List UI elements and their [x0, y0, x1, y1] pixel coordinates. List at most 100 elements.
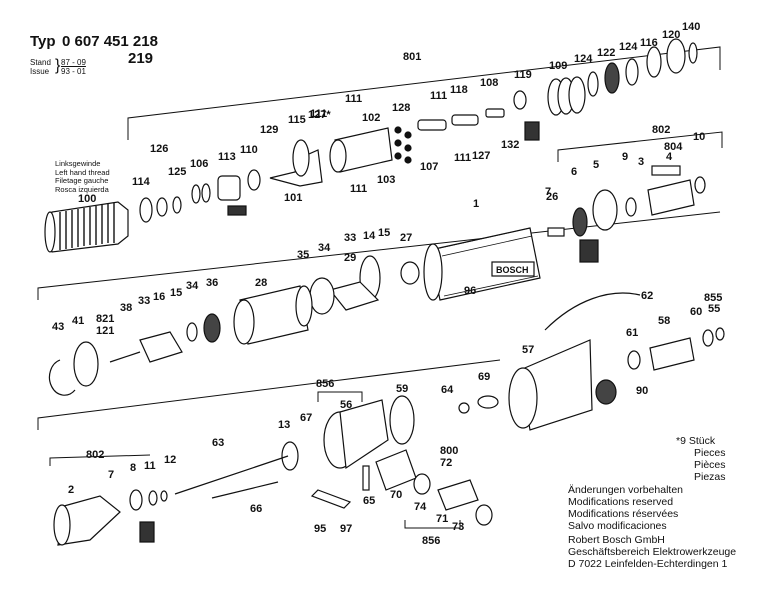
part-132-block — [524, 121, 540, 141]
modifications-note: Änderungen vorbehalten Modifications res… — [568, 484, 683, 532]
part-62-spring-clip — [544, 292, 641, 331]
part-label: 122 — [597, 47, 615, 59]
part-label: 127* — [308, 109, 331, 121]
part-label: 67 — [300, 412, 312, 424]
part-109-spring-c — [568, 76, 586, 114]
part-label: 56 — [340, 399, 352, 411]
part-34-ring — [186, 322, 198, 342]
part-label: 64 — [441, 384, 454, 396]
modifications-line: Modifications réservées — [568, 508, 679, 520]
part-label: 43 — [52, 321, 64, 333]
row-2-parts — [48, 255, 725, 546]
pieces-note: *9 Stück — [676, 435, 715, 447]
part-label: 128 — [392, 102, 410, 114]
issue-value: 93 - 01 — [61, 67, 86, 76]
part-55-ring — [715, 327, 725, 341]
bracket-801 — [127, 46, 721, 140]
part-35-ring — [309, 277, 335, 315]
part-108-pin — [485, 108, 505, 118]
part-label: 108 — [480, 77, 498, 89]
bracket-802-bottom — [49, 454, 151, 466]
part-61-ring — [627, 350, 641, 370]
part-label: 132 — [501, 139, 519, 151]
part-label: 55 — [708, 303, 720, 315]
part-label: 72 — [440, 457, 452, 469]
part-100-knurl — [59, 203, 115, 250]
part-label: 111 — [310, 108, 327, 120]
part-121-pin — [109, 351, 141, 363]
part-66-rod — [211, 481, 279, 499]
part-label: 73 — [452, 521, 464, 533]
part-label: 140 — [682, 21, 700, 33]
company-line: D 7022 Leinfelden-Echterdingen 1 — [568, 558, 728, 570]
row-1-parts — [44, 38, 706, 301]
bracket-856-bottom — [404, 520, 461, 529]
pieces-line: Piezas — [694, 471, 726, 483]
thread-note: Linksgewinde Left hand thread Filetage g… — [55, 159, 110, 194]
pieces-line: Pièces — [694, 459, 726, 471]
part-label: 9 — [622, 151, 628, 163]
part-label: 34 — [186, 280, 199, 292]
part-label: 107 — [420, 161, 438, 173]
row-separator-2 — [37, 359, 501, 430]
part-label: 35 — [297, 249, 309, 261]
part-label: 102 — [362, 112, 380, 124]
part-label: 41 — [72, 315, 84, 327]
part-64-ball — [458, 402, 470, 414]
part-124-washer-b — [625, 58, 639, 86]
part-10-ring — [694, 176, 706, 194]
part-label: 11 — [144, 460, 156, 472]
part-27-washer — [400, 261, 420, 285]
part-36-bearing — [203, 313, 221, 343]
part-73-button — [475, 504, 493, 526]
part-56-body — [339, 399, 389, 470]
part-label: 74 — [414, 501, 427, 513]
part-38-carrier — [139, 331, 183, 363]
part-label: 15 — [378, 227, 390, 239]
part-63-rod — [174, 455, 289, 495]
part-label: 7 — [108, 469, 114, 481]
part-label: 114 — [132, 176, 151, 188]
part-label: 118 — [450, 84, 468, 96]
part-label: 70 — [390, 489, 402, 501]
typ-label: Typ — [30, 33, 56, 50]
part-11-ring — [148, 490, 158, 506]
modifications-line: Salvo modificaciones — [568, 520, 667, 532]
part-114-ring — [139, 197, 153, 223]
part-59-filter — [389, 395, 415, 445]
part-label: 855 — [704, 292, 722, 304]
part-90-silencer — [595, 379, 617, 405]
part-label: 111 — [350, 183, 367, 195]
part-13-disc — [281, 441, 299, 471]
part-label: 29 — [344, 252, 356, 264]
part-7-block — [579, 239, 599, 263]
part-label: 90 — [636, 385, 648, 397]
part-100-face — [44, 211, 56, 253]
part-label: 124 — [574, 53, 593, 65]
company-line: Geschäftsbereich Elektrowerkzeuge — [568, 546, 737, 558]
part-label: 101 — [284, 192, 302, 204]
part-label: 119 — [514, 69, 532, 81]
part-label: 126 — [150, 143, 168, 155]
modifications-line: Modifications reserved — [568, 496, 674, 508]
part-116-ring — [646, 46, 662, 78]
part-label: 800 — [440, 445, 458, 457]
part-label: 63 — [212, 437, 224, 449]
thread-note-line: Filetage gauche — [55, 176, 109, 185]
part-label: 127 — [472, 150, 490, 162]
part-58-valve — [649, 337, 695, 371]
part-block-b — [139, 521, 155, 543]
part-128-balls — [394, 126, 412, 164]
part-8-ring — [129, 489, 143, 511]
part-label: 115 — [288, 114, 306, 126]
part-120-cap — [666, 38, 686, 74]
part-107-spring — [417, 119, 447, 131]
pieces-line: Pieces — [694, 447, 726, 459]
part-60-ring — [702, 329, 714, 347]
part-label: 106 — [190, 158, 208, 170]
part-label: 110 — [240, 144, 258, 156]
part-cartridge — [227, 205, 247, 216]
part-125-ring — [172, 196, 182, 214]
part-label: 121 — [96, 325, 114, 337]
